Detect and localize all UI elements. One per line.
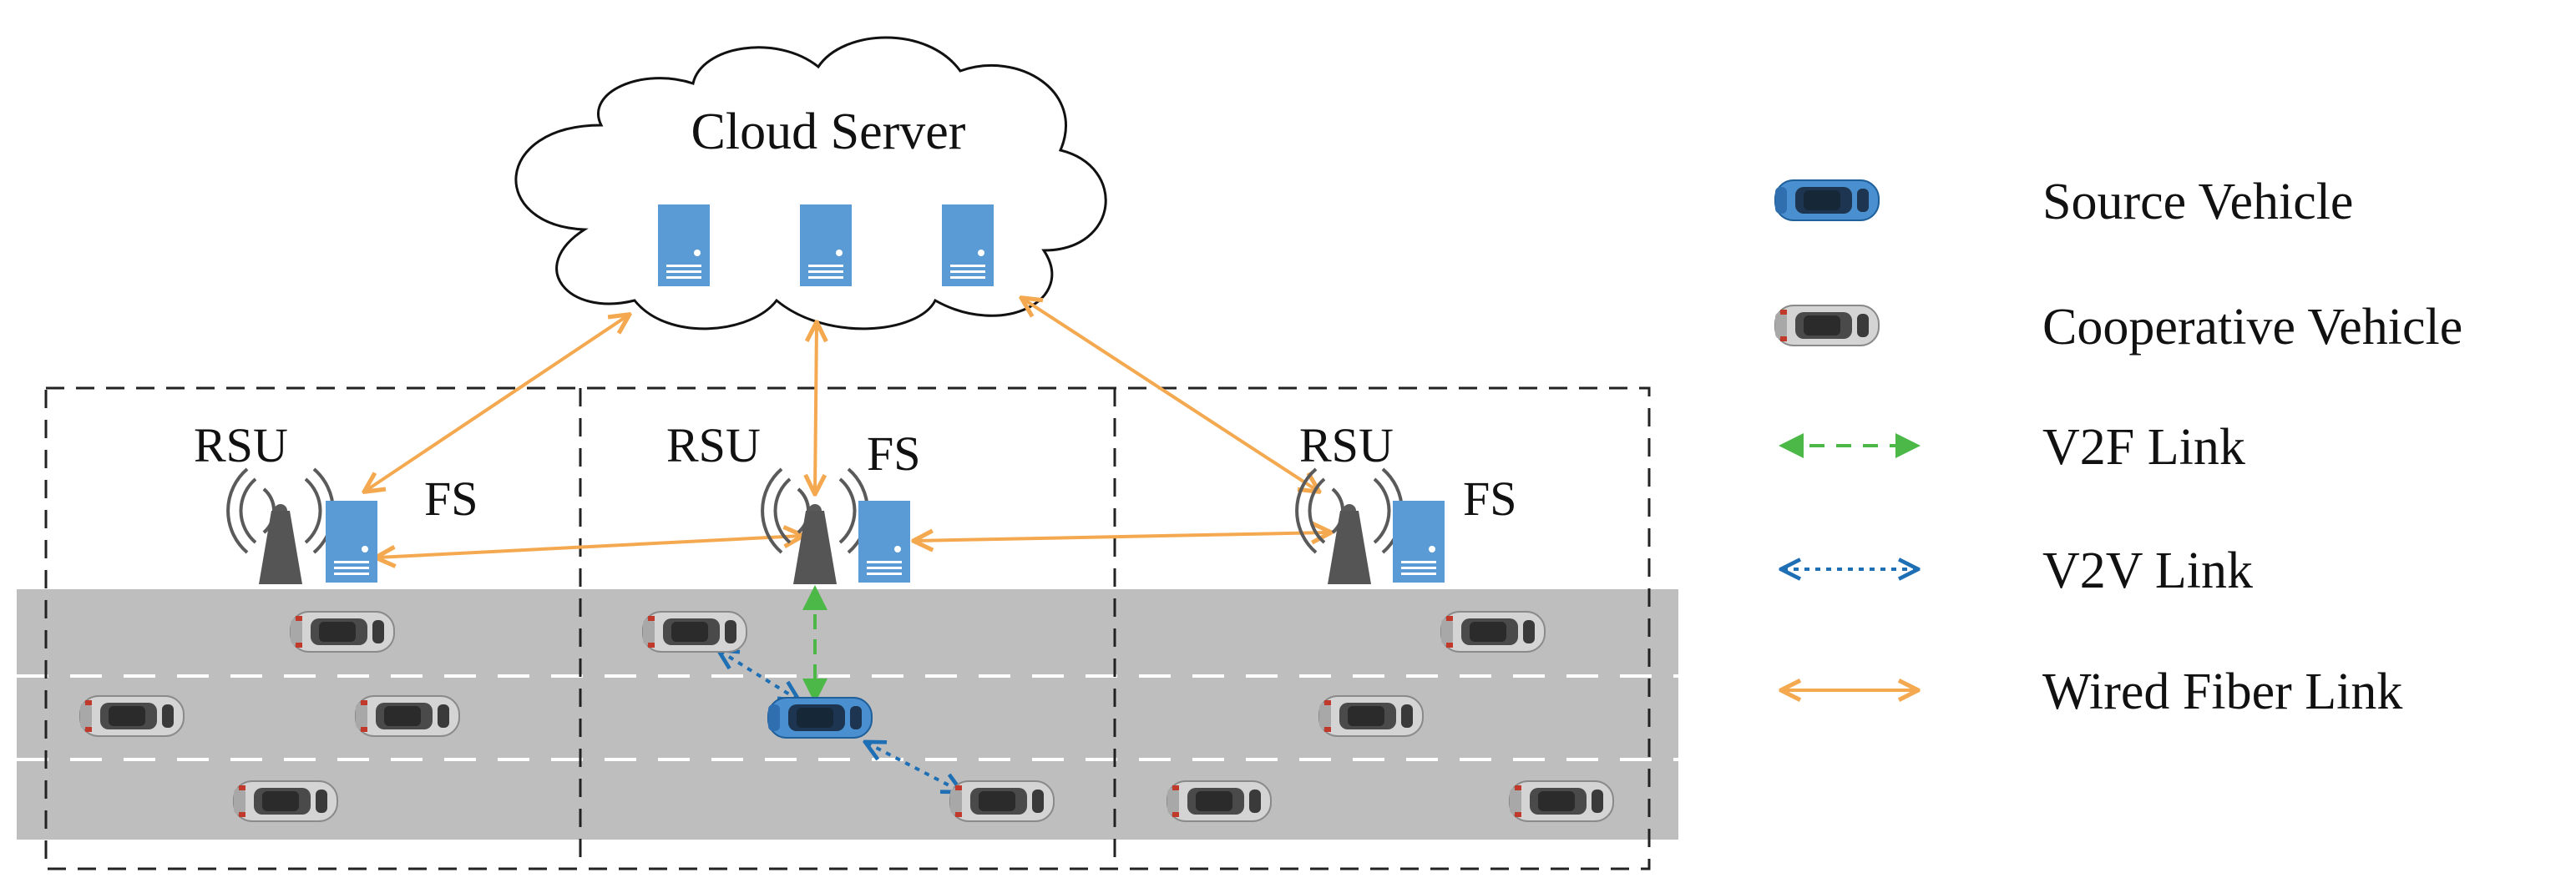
car-icon — [949, 780, 1055, 822]
server-icon — [326, 501, 377, 583]
legend-label: Source Vehicle — [2042, 174, 2353, 230]
legend-item-wired-fiber-link: Wired Fiber Link — [1783, 663, 2402, 720]
car-icon — [1440, 611, 1546, 653]
rsu-node-3: RSU FS — [1295, 418, 1517, 584]
rsu-label: RSU — [194, 418, 288, 472]
source-vehicle-car-icon — [1774, 179, 1880, 221]
rsu-node-1: RSU FS — [194, 418, 478, 584]
car-icon — [1509, 780, 1614, 822]
legend-label: V2V Link — [2042, 542, 2253, 599]
source-vehicle-car-icon — [767, 697, 873, 739]
fs-label: FS — [1463, 472, 1517, 526]
car-icon — [355, 695, 460, 737]
legend-item-v2v-link: V2V Link — [1783, 542, 2253, 599]
server-icon — [942, 204, 994, 286]
rsu-node-2: RSU FS — [666, 418, 921, 584]
rsu-label: RSU — [1299, 418, 1394, 472]
server-icon — [658, 204, 710, 286]
legend-item-cooperative-vehicle: Cooperative Vehicle — [1774, 299, 2462, 356]
server-icon — [800, 204, 852, 286]
car-icon — [1318, 695, 1424, 737]
legend-item-source-vehicle: Source Vehicle — [1774, 174, 2353, 230]
legend-label: V2F Link — [2042, 419, 2245, 476]
server-icon — [858, 501, 910, 583]
legend: Source Vehicle Cooperative Vehicle V2F L… — [1774, 174, 2462, 720]
car-icon — [79, 695, 185, 737]
wired-fiber-links — [366, 299, 1329, 558]
legend-label: Cooperative Vehicle — [2042, 299, 2462, 356]
coverage-regions — [44, 386, 1651, 870]
server-icon — [1393, 501, 1445, 583]
v2v-links — [720, 651, 960, 791]
car-icon — [233, 780, 338, 822]
legend-label: Wired Fiber Link — [2042, 663, 2402, 720]
rsu-label: RSU — [666, 418, 761, 472]
car-icon — [642, 611, 747, 653]
car-icon — [1167, 780, 1272, 822]
fs-label: FS — [867, 426, 921, 481]
legend-item-v2f-link: V2F Link — [1779, 419, 2245, 476]
fs-label: FS — [424, 472, 478, 526]
cloud-server-label: Cloud Server — [691, 103, 966, 160]
car-icon — [290, 611, 395, 653]
car-icon — [1774, 305, 1880, 346]
